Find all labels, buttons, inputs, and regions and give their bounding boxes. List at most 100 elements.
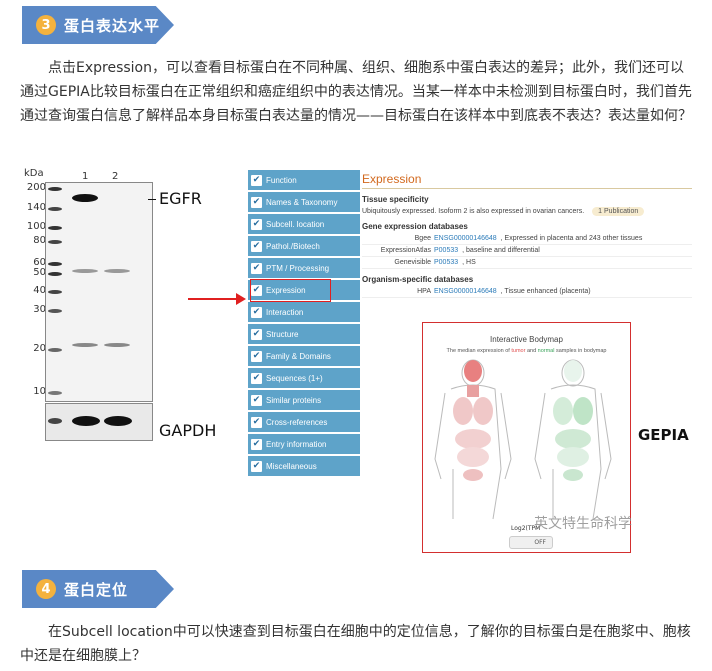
menu-item-label: Function (266, 175, 297, 185)
db-description: , Expressed in placenta and 243 other ti… (500, 235, 643, 242)
menu-item-label: Subcell. location (266, 219, 325, 229)
menu-item-cross-references[interactable]: ✔ Cross-references (248, 412, 360, 432)
mw-marker: 100 (26, 221, 46, 232)
egfr-pointer-line (148, 199, 156, 200)
lane-label: 2 (112, 171, 119, 182)
egfr-band (72, 194, 98, 202)
bodymap-subtitle: The median expression of tumor and norma… (446, 348, 607, 354)
mw-marker: 60 (33, 257, 46, 268)
db-id-link[interactable]: ENSG00000146648 (434, 235, 497, 242)
menu-item-expression[interactable]: ✔ Expression (248, 280, 360, 300)
menu-item-entry-information[interactable]: ✔Entry information (248, 434, 360, 454)
checkbox-icon[interactable]: ✔ (251, 262, 262, 274)
red-arrow-icon (188, 298, 238, 300)
mw-marker: 40 (33, 285, 46, 296)
lane-label: 1 (82, 171, 89, 182)
menu-item-label: Pathol./Biotech (266, 241, 320, 251)
db-id-link[interactable]: P00533 (434, 247, 459, 254)
expression-title: Expression (362, 172, 692, 189)
section-3-header: 3 蛋白表达水平 (22, 6, 174, 44)
mw-marker: 80 (33, 235, 46, 246)
arrow-head-icon (236, 293, 246, 305)
menu-item-label: Names & Taxonomy (266, 197, 338, 207)
mw-marker: 200 (26, 182, 46, 193)
bodymap-title: Interactive Bodymap (490, 335, 563, 344)
expression-panel: Expression Tissue specificity Ubiquitous… (362, 172, 692, 298)
menu-item-label: Interaction (266, 307, 304, 317)
blot-membrane-gapdh (45, 403, 153, 441)
checkbox-icon[interactable]: ✔ (251, 416, 262, 428)
menu-item-ptm-processing[interactable]: ✔PTM / Processing (248, 258, 360, 278)
db-name: Bgee (414, 235, 431, 242)
menu-item-label: Family & Domains (266, 351, 331, 361)
db-id-link[interactable]: P00533 (434, 259, 459, 266)
log-tpm-label: Log2(TPM (511, 525, 541, 532)
menu-item-structure[interactable]: ✔ Structure (248, 324, 360, 344)
mw-marker: 10 (33, 386, 46, 397)
tissue-specificity-row: Ubiquitously expressed. Isoform 2 is als… (362, 207, 692, 216)
checkbox-icon[interactable]: ✔ (251, 306, 262, 318)
db-name: Genevisible (394, 259, 431, 266)
gepia-bodymap: Interactive Bodymap The median expressio… (422, 322, 631, 553)
menu-item-label: Similar proteins (266, 395, 322, 405)
checkbox-icon[interactable]: ✔ (251, 438, 262, 450)
menu-item-pathol-biotech[interactable]: ✔ Pathol./Biotech (248, 236, 360, 256)
checkbox-icon[interactable]: ✔ (251, 174, 262, 186)
checkbox-icon[interactable]: ✔ (251, 284, 262, 296)
mw-marker: 140 (26, 202, 46, 213)
menu-item-label: Cross-references (266, 417, 328, 427)
gene-expression-heading: Gene expression databases (362, 222, 468, 231)
db-description: , HS (462, 259, 476, 266)
db-name: HPA (417, 288, 431, 295)
checkbox-icon[interactable]: ✔ (251, 460, 262, 472)
menu-item-similar-proteins[interactable]: ✔ Similar proteins (248, 390, 360, 410)
menu-item-sequences-1[interactable]: ✔ Sequences (1+) (248, 368, 360, 388)
blot-membrane-main (45, 182, 153, 402)
western-blot-figure: kDa 1 2 200 140 100 80 60 50 40 30 20 10… (22, 168, 222, 448)
kda-unit-label: kDa (24, 168, 44, 179)
bodymap-illustration (434, 359, 612, 520)
menu-item-label: Sequences (1+) (266, 373, 323, 383)
mw-marker: 20 (33, 343, 46, 354)
menu-item-miscellaneous[interactable]: ✔Miscellaneous (248, 456, 360, 476)
publication-badge[interactable]: 1 Publication (592, 207, 645, 216)
db-description: , Tissue enhanced (placenta) (500, 288, 591, 295)
checkbox-icon[interactable]: ✔ (251, 372, 262, 384)
menu-item-label: Expression (266, 285, 306, 295)
checkbox-icon[interactable]: ✔ (251, 394, 262, 406)
section-title: 蛋白表达水平 (64, 16, 161, 35)
tissue-specificity-heading: Tissue specificity (362, 195, 429, 204)
log-toggle[interactable]: OFF (509, 536, 553, 549)
uniprot-section-menu: ✔ Function ✔ Names & Taxonomy ✔ Subcell. loca… (248, 170, 360, 478)
section-number-badge: 4 (36, 579, 56, 599)
mw-marker: 50 (33, 267, 46, 278)
gapdh-label: GAPDH (159, 421, 217, 440)
checkbox-icon[interactable]: ✔ (251, 240, 262, 252)
menu-item-subcell-location[interactable]: ✔ Subcell. location (248, 214, 360, 234)
menu-item-interaction[interactable]: ✔ Interaction (248, 302, 360, 322)
tissue-specificity-text: Ubiquitously expressed. Isoform 2 is als… (362, 208, 585, 215)
checkbox-icon[interactable]: ✔ (251, 350, 262, 362)
section-4-header: 4 蛋白定位 (22, 570, 174, 608)
section-title: 蛋白定位 (64, 580, 129, 599)
egfr-label: EGFR (159, 189, 202, 208)
menu-item-label: Structure (266, 329, 299, 339)
db-name: ExpressionAtlas (380, 247, 431, 254)
watermark: 英文特生命科学 (534, 516, 632, 532)
menu-item-names-taxonomy[interactable]: ✔ Names & Taxonomy (248, 192, 360, 212)
menu-item-family-domains[interactable]: ✔ Family & Domains (248, 346, 360, 366)
checkbox-icon[interactable]: ✔ (251, 196, 262, 208)
menu-item-function[interactable]: ✔ Function (248, 170, 360, 190)
db-id-link[interactable]: ENSG00000146648 (434, 288, 497, 295)
checkbox-icon[interactable]: ✔ (251, 328, 262, 340)
checkbox-icon[interactable]: ✔ (251, 218, 262, 230)
organism-databases-heading: Organism-specific databases (362, 275, 474, 284)
section-3-paragraph: 点击Expression，可以查看目标蛋白在不同种属、组织、细胞系中蛋白表达的差… (20, 60, 692, 124)
mw-marker: 30 (33, 304, 46, 315)
